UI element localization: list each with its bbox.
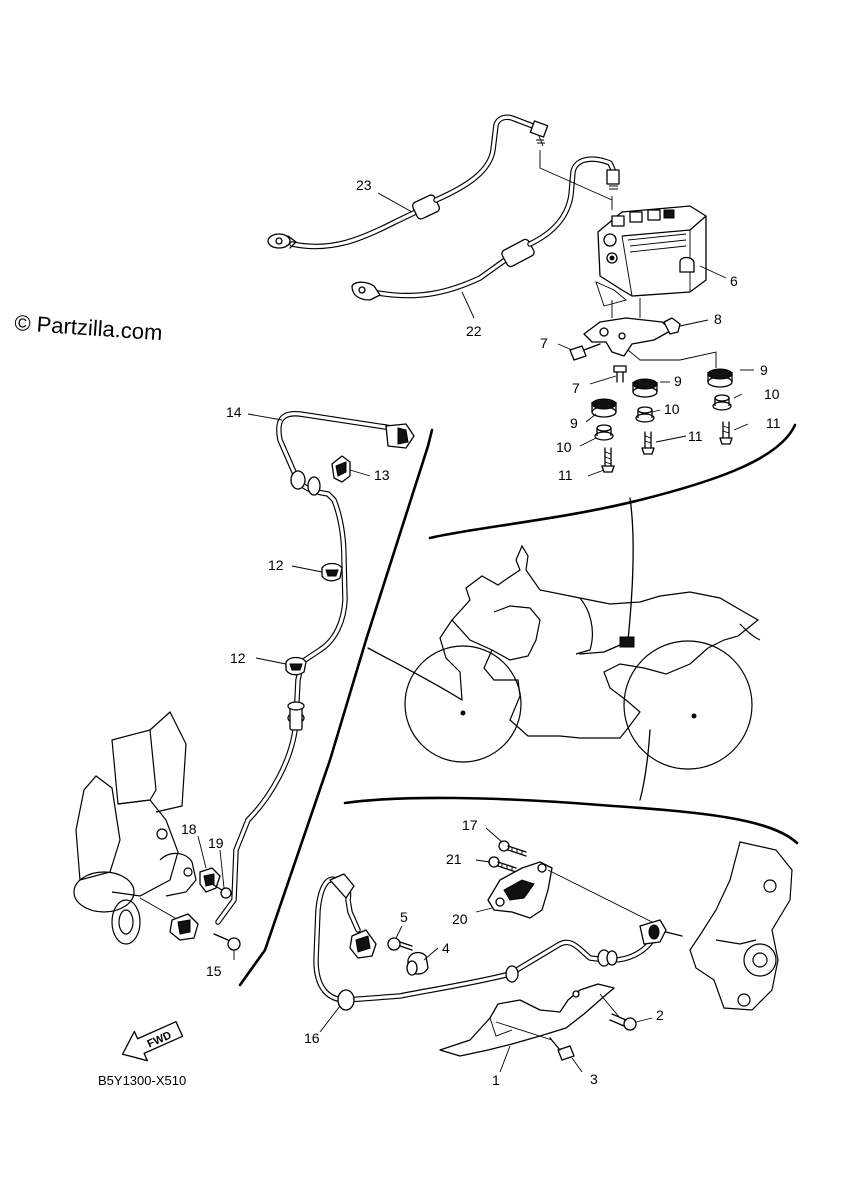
callout-12b: 12 xyxy=(230,650,246,666)
callout-23: 23 xyxy=(356,177,372,193)
callout-10c: 10 xyxy=(556,439,572,455)
collar-10-c[interactable] xyxy=(712,394,732,411)
watermark-text: © Partzilla.com xyxy=(14,310,164,345)
clamp-13[interactable] xyxy=(331,455,351,483)
callout-2: 2 xyxy=(656,1007,664,1023)
callout-13: 13 xyxy=(374,467,390,483)
grommet-9-b[interactable] xyxy=(632,378,658,398)
bolt-7-upper[interactable] xyxy=(569,343,601,361)
callout-12a: 12 xyxy=(268,557,284,573)
callout-20: 20 xyxy=(452,911,468,927)
callout-10b: 10 xyxy=(664,401,680,417)
collar-10-a[interactable] xyxy=(594,424,614,441)
rear-wheel-sensor-lead[interactable] xyxy=(313,873,683,1011)
diagram-code: B5Y1300-X510 xyxy=(98,1073,186,1088)
grommet-9-c[interactable] xyxy=(707,368,733,388)
bolt-11-b[interactable] xyxy=(641,431,655,455)
leader-rear-sensor xyxy=(639,729,651,801)
callout-11c: 11 xyxy=(558,467,573,483)
bolt-17[interactable] xyxy=(498,840,527,857)
forward-arrow-label: FWD xyxy=(146,1029,174,1050)
callout-leaders xyxy=(197,192,754,1073)
callout-7a: 7 xyxy=(540,335,548,351)
callout-14: 14 xyxy=(226,404,242,420)
callout-9b: 9 xyxy=(674,373,682,389)
callout-labels: 23 22 6 8 7 7 9 9 9 10 10 10 11 11 11 14… xyxy=(181,177,781,1088)
callout-11a: 11 xyxy=(766,415,781,431)
callout-19: 19 xyxy=(208,835,224,851)
callout-6: 6 xyxy=(730,273,738,289)
callout-11b: 11 xyxy=(688,428,703,444)
front-wheel-sensor-lead[interactable] xyxy=(215,410,415,925)
forward-arrow-icon: FWD xyxy=(121,1021,184,1062)
front-wheel-sensor-18[interactable] xyxy=(199,867,221,893)
callout-18: 18 xyxy=(181,821,197,837)
front-fork-outline xyxy=(73,711,197,945)
abs-mount-leader xyxy=(595,281,627,307)
brake-hose-22[interactable] xyxy=(351,156,620,301)
motorcycle-silhouette xyxy=(404,544,761,770)
callout-9a: 9 xyxy=(760,362,768,378)
callout-5: 5 xyxy=(400,909,408,925)
callout-22: 22 xyxy=(466,323,482,339)
clamp-12-lower[interactable] xyxy=(285,656,307,676)
bolt-5[interactable] xyxy=(387,937,413,951)
bolt-15[interactable] xyxy=(213,933,241,951)
bolt-7-lower[interactable] xyxy=(613,365,627,383)
grommet-9-a[interactable] xyxy=(591,398,617,418)
bolt-11-a[interactable] xyxy=(601,447,615,473)
callout-10a: 10 xyxy=(764,386,780,402)
bolt-19[interactable] xyxy=(211,883,232,899)
sensor-panel-border xyxy=(238,428,434,987)
clamp-12-upper[interactable] xyxy=(321,562,343,582)
callout-4: 4 xyxy=(442,940,450,956)
sensor-bracket-20[interactable] xyxy=(487,861,661,927)
callout-8: 8 xyxy=(714,311,722,327)
callout-3: 3 xyxy=(590,1071,598,1087)
callout-7b: 7 xyxy=(572,380,580,396)
collar-10-b[interactable] xyxy=(635,406,655,423)
leader-abs xyxy=(627,497,634,641)
callout-21: 21 xyxy=(446,851,462,867)
rear-caliper-bracket-outline xyxy=(689,841,793,1011)
abs-bracket[interactable] xyxy=(583,298,681,357)
clamp-4[interactable] xyxy=(406,951,429,976)
callout-16: 16 xyxy=(304,1030,320,1046)
leader-front-sensor xyxy=(367,647,463,701)
rear-panel-border xyxy=(343,796,799,845)
bolt-2[interactable] xyxy=(609,1013,637,1031)
callout-15: 15 xyxy=(206,963,222,979)
bolt-11-c[interactable] xyxy=(719,421,733,445)
callout-9c: 9 xyxy=(570,415,578,431)
abs-panel-border xyxy=(428,423,797,540)
sensor-holder[interactable] xyxy=(169,913,199,941)
sensor-guard-1[interactable] xyxy=(439,983,621,1057)
abs-hydraulic-unit[interactable] xyxy=(597,205,707,297)
callout-17: 17 xyxy=(462,817,478,833)
bolt-21[interactable] xyxy=(488,856,517,873)
callout-1: 1 xyxy=(492,1072,500,1088)
brake-hose-23[interactable] xyxy=(267,114,549,250)
rivet-3[interactable] xyxy=(495,1021,575,1061)
